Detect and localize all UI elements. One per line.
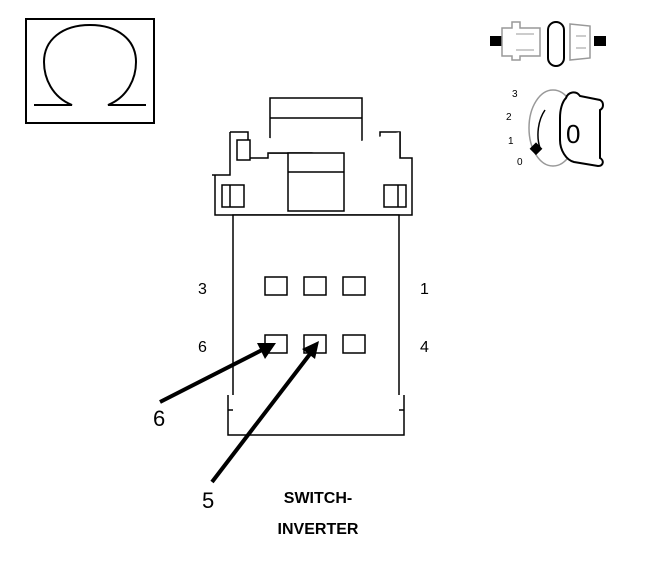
callout-label-6: 6 bbox=[153, 406, 165, 431]
key-current-position: 0 bbox=[566, 119, 580, 149]
pin-label-1: 1 bbox=[420, 281, 429, 298]
pin-label-6: 6 bbox=[198, 339, 207, 356]
key-position-0: 0 bbox=[517, 157, 523, 168]
ohmmeter-icon bbox=[25, 18, 155, 124]
switch-connector bbox=[212, 97, 413, 436]
key-position-3: 3 bbox=[512, 89, 518, 100]
pin-cavity-3 bbox=[264, 276, 288, 296]
caption-line-1: SWITCH- bbox=[284, 490, 352, 507]
pin-cavity-2 bbox=[303, 276, 327, 296]
ignition-key-icon: 3 2 1 0 0 bbox=[506, 89, 604, 168]
caption-line-2: INVERTER bbox=[278, 521, 359, 538]
callout-label-5: 5 bbox=[202, 488, 214, 513]
pin-label-4: 4 bbox=[420, 339, 429, 356]
pin-label-3: 3 bbox=[198, 281, 207, 298]
pin-cavity-1 bbox=[342, 276, 366, 296]
connector-disconnected-icon bbox=[490, 21, 606, 67]
callout-arrow-5 bbox=[210, 341, 319, 484]
key-position-1: 1 bbox=[508, 136, 514, 147]
key-position-2: 2 bbox=[506, 112, 512, 123]
callout-arrow-6 bbox=[159, 343, 276, 404]
pin-cavity-4 bbox=[342, 334, 366, 354]
